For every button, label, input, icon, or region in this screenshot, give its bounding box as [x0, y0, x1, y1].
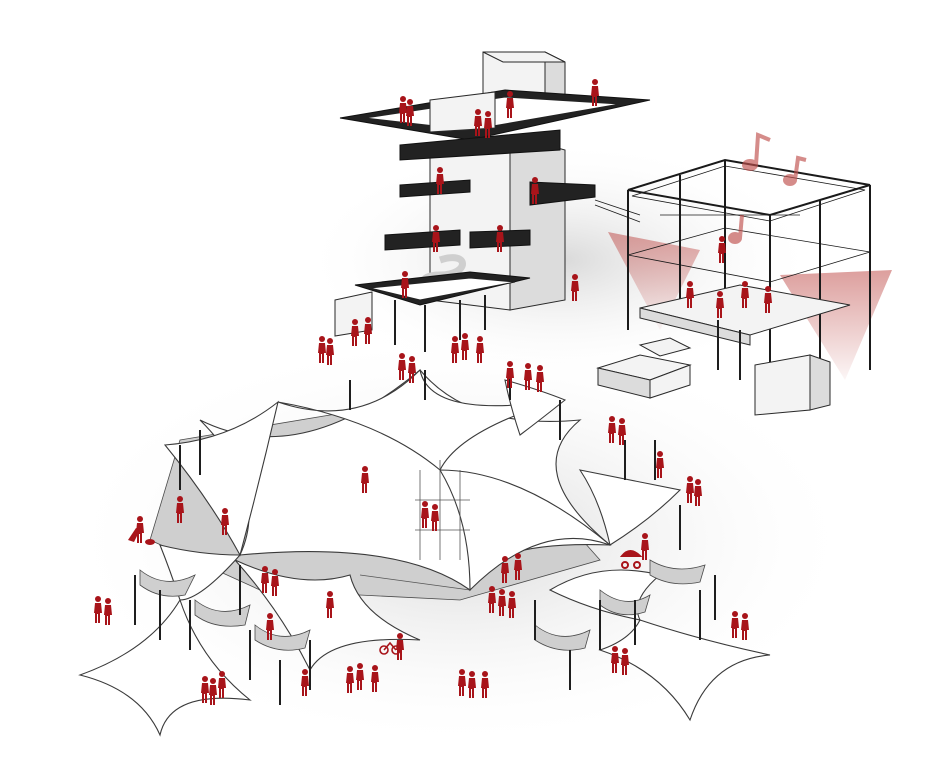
dog-walker-icon [128, 528, 155, 545]
tent-masts [134, 370, 716, 705]
music-note-icon [728, 132, 807, 244]
bicycle-icon [379, 641, 401, 655]
sail-west [78, 598, 252, 737]
stroller-icon [619, 550, 643, 569]
inner-scaffold [359, 460, 471, 591]
sound-beam-left [608, 232, 700, 330]
top-deck [339, 89, 651, 141]
sail-east [598, 619, 771, 722]
music-stage [596, 132, 892, 416]
viewing-tower [334, 51, 651, 352]
tensile-canopy [78, 368, 771, 737]
stage-steps [596, 337, 692, 399]
